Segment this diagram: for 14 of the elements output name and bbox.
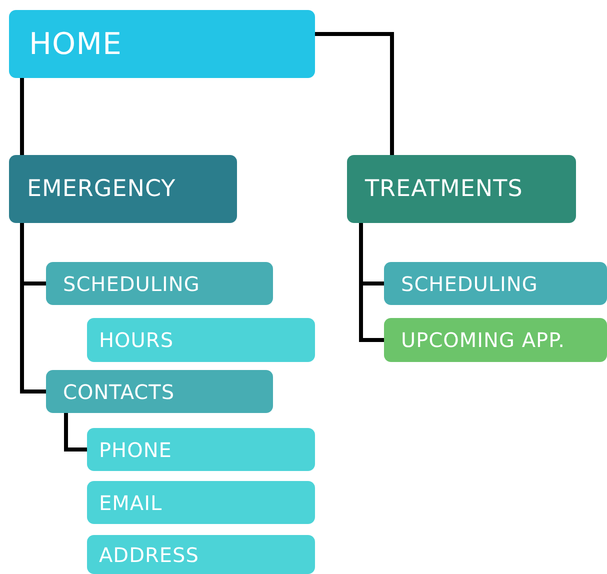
menu-box: CONTACTS [46,370,273,413]
menu-box: ADDRESS [87,535,315,574]
menu-box: SCHEDULING [46,262,273,305]
menu-box: UPCOMING APP. [384,318,607,362]
menu-box: EMAIL [87,481,315,524]
menu-box: TREATMENTS [347,155,576,223]
menu-box: HOURS [87,318,315,362]
menu-box: PHONE [87,428,315,471]
connector-line [20,78,24,155]
menu-box: SCHEDULING [384,262,607,305]
connector-line [315,32,394,155]
connector-line [64,413,87,452]
menu-box: HOME [9,10,315,78]
menu-box: EMERGENCY [9,155,237,223]
